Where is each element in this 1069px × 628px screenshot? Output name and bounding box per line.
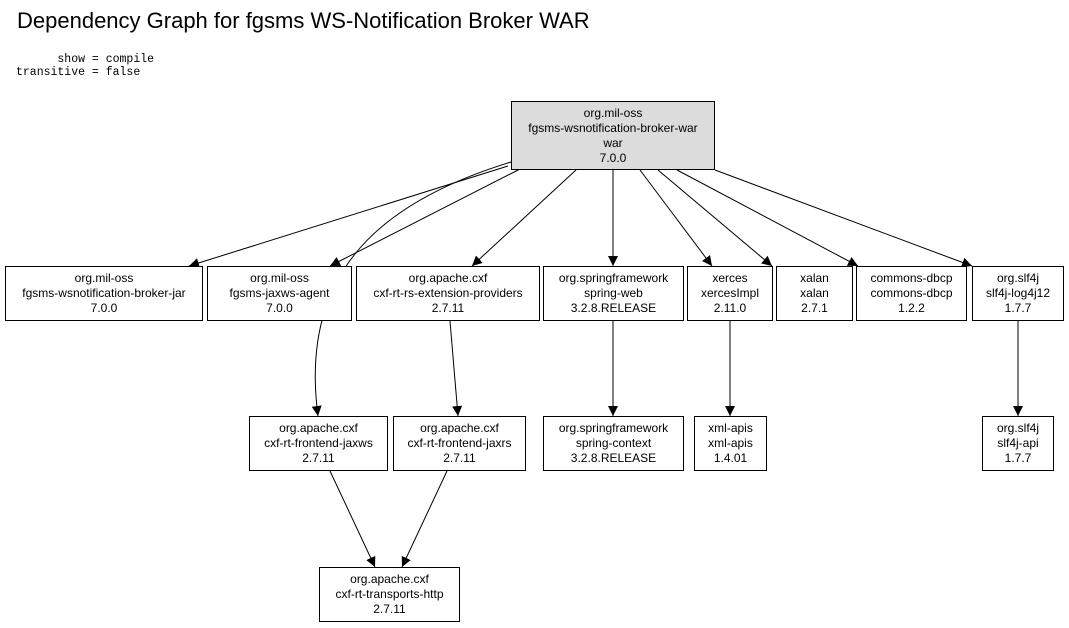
node-artifact: fgsms-wsnotification-broker-jar (22, 286, 186, 300)
node-packaging: war (603, 135, 623, 150)
node-version: 7.0.0 (599, 150, 627, 165)
node-group: org.apache.cxf (350, 572, 429, 586)
node-artifact: cxf-rt-rs-extension-providers (373, 286, 523, 300)
node-artifact: slf4j-log4j12 (985, 286, 1051, 300)
param-transitive: transitive = false (16, 66, 141, 79)
node-group: org.apache.cxf (279, 421, 358, 435)
node-group: org.slf4j (996, 271, 1040, 285)
node-group: xml-apis (708, 421, 753, 435)
node-version: 7.0.0 (266, 301, 293, 315)
node-group: org.mil-oss (74, 271, 134, 285)
edge-root-to-jaxws_agent (329, 168, 521, 267)
edge-root-to-xalan (657, 169, 773, 267)
node-version: 3.2.8.RELEASE (570, 451, 657, 465)
node-group: org.springframework (558, 271, 669, 285)
node-spring-web: org.springframework spring-web 3.2.8.REL… (543, 266, 684, 321)
param-show: show = compile (16, 53, 155, 66)
edge-root-to-rs_ext (471, 169, 577, 267)
node-xerces: xerces xercesImpl 2.11.0 (687, 266, 773, 321)
node-rs-extension-providers: org.apache.cxf cxf-rt-rs-extension-provi… (356, 266, 540, 321)
node-transports-http: org.apache.cxf cxf-rt-transports-http 2.… (319, 567, 460, 622)
node-frontend-jaxrs: org.apache.cxf cxf-rt-frontend-jaxrs 2.7… (393, 416, 526, 471)
node-group: org.apache.cxf (420, 421, 499, 435)
node-group: org.mil-oss (583, 105, 643, 120)
node-group: org.slf4j (996, 421, 1040, 435)
node-artifact: fgsms-wsnotification-broker-war (528, 120, 698, 135)
node-version: 1.2.2 (898, 301, 925, 315)
node-group: org.springframework (558, 421, 669, 435)
edge-root-to-jaxws (311, 161, 512, 417)
node-version: 1.4.01 (713, 451, 748, 465)
node-artifact: cxf-rt-frontend-jaxws (264, 436, 373, 450)
node-xml-apis: xml-apis xml-apis 1.4.01 (694, 416, 767, 471)
node-group: org.apache.cxf (408, 271, 488, 285)
node-version: 2.7.11 (443, 451, 476, 465)
node-slf4j-api: org.slf4j slf4j-api 1.7.7 (982, 416, 1054, 471)
graph-parameters: show = compile transitive = false (16, 53, 154, 79)
node-slf4j-log4j12: org.slf4j slf4j-log4j12 1.7.7 (972, 266, 1064, 321)
edge-jaxws-to-transports (329, 470, 376, 568)
node-spring-context: org.springframework spring-context 3.2.8… (543, 416, 684, 471)
edge-root-to-dbcp (676, 169, 859, 267)
node-version: 2.7.11 (302, 451, 335, 465)
edge-jaxrs-to-transports (401, 470, 448, 568)
edge-rs_ext-to-jaxrs (449, 320, 463, 417)
node-xalan: xalan xalan 2.7.1 (776, 266, 853, 321)
edge-root-to-xerces (639, 169, 713, 267)
node-version: 1.7.7 (1004, 451, 1032, 465)
node-group: xalan (800, 271, 829, 285)
node-jaxws-agent: org.mil-oss fgsms-jaxws-agent 7.0.0 (207, 266, 352, 321)
node-version: 2.7.11 (431, 301, 465, 315)
node-version: 2.7.1 (801, 301, 828, 315)
node-commons-dbcp: commons-dbcp commons-dbcp 1.2.2 (856, 266, 967, 321)
node-artifact: spring-web (584, 286, 643, 300)
node-frontend-jaxws: org.apache.cxf cxf-rt-frontend-jaxws 2.7… (249, 416, 388, 471)
edge-root-to-broker_jar (188, 165, 509, 268)
node-root-war: org.mil-oss fgsms-wsnotification-broker-… (511, 101, 715, 170)
node-version: 3.2.8.RELEASE (570, 301, 657, 315)
node-version: 1.7.7 (1004, 301, 1032, 315)
node-artifact: xalan (800, 286, 829, 300)
node-artifact: xercesImpl (700, 286, 759, 300)
node-broker-jar: org.mil-oss fgsms-wsnotification-broker-… (5, 266, 203, 321)
node-group: commons-dbcp (870, 271, 953, 285)
node-version: 2.11.0 (713, 301, 747, 315)
node-group: org.mil-oss (250, 271, 309, 285)
edge-root-to-log4j12 (714, 169, 973, 268)
node-version: 7.0.0 (90, 301, 118, 315)
node-artifact: xml-apis (708, 436, 753, 450)
node-artifact: spring-context (575, 436, 652, 450)
node-artifact: cxf-rt-transports-http (335, 587, 444, 601)
node-version: 2.7.11 (373, 602, 406, 616)
graph-title: Dependency Graph for fgsms WS-Notificati… (17, 8, 590, 33)
node-artifact: slf4j-api (997, 436, 1039, 450)
node-artifact: fgsms-jaxws-agent (229, 286, 330, 300)
node-artifact: commons-dbcp (870, 286, 953, 300)
node-artifact: cxf-rt-frontend-jaxrs (407, 436, 512, 450)
node-group: xerces (712, 271, 748, 285)
